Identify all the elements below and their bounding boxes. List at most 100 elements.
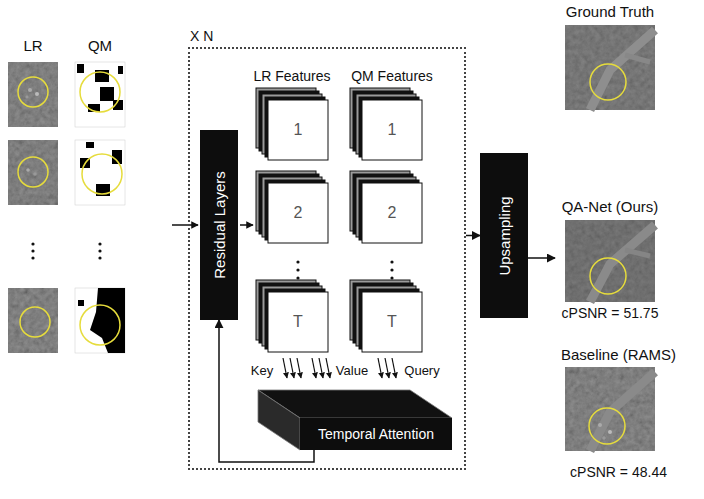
node-title: Baseline (RAMS) xyxy=(561,346,676,363)
output-image xyxy=(590,372,655,451)
connector xyxy=(528,257,555,259)
attention-block-3d xyxy=(258,390,452,450)
output-image xyxy=(625,250,650,256)
qm-mask xyxy=(80,305,120,345)
lr-image xyxy=(33,172,37,176)
output-image xyxy=(602,436,606,440)
node-caption: cPSNR = 48.44 xyxy=(570,464,667,480)
qm-mask xyxy=(78,300,84,306)
node-title: QA-Net (Ours) xyxy=(562,198,659,215)
output-image xyxy=(590,258,626,294)
ellipsis-dots xyxy=(296,268,299,271)
text-label: Key xyxy=(251,363,273,378)
lr-image xyxy=(8,288,58,353)
output-image xyxy=(590,30,655,110)
output-image xyxy=(598,423,602,427)
node-title: Ground Truth xyxy=(566,3,654,20)
frame-index: 2 xyxy=(294,204,303,222)
lr-image xyxy=(8,62,58,127)
attention-arrows xyxy=(326,358,330,378)
attention-arrows xyxy=(319,358,323,378)
text-label: Query xyxy=(404,363,439,378)
qm-mask xyxy=(118,66,123,74)
repeat-block: X NResidual LayersTemporal Attention xyxy=(188,47,466,470)
lr-image xyxy=(8,288,58,353)
feature-stack xyxy=(268,183,328,243)
ellipsis-dots xyxy=(31,242,101,259)
text-label: LR xyxy=(23,37,42,54)
output-image xyxy=(625,55,650,62)
attention-block: Temporal Attention xyxy=(300,418,452,450)
input-arrow xyxy=(172,224,198,226)
node-caption: cPSNR = 51.75 xyxy=(562,305,659,321)
feature-stack xyxy=(268,100,328,160)
feature-stack xyxy=(362,100,422,160)
ellipsis-dots xyxy=(98,242,101,245)
text-label: Value xyxy=(336,363,368,378)
ellipsis-dots xyxy=(390,276,393,279)
qm-mask xyxy=(80,72,120,112)
attention-arrows xyxy=(392,358,396,378)
node-title: X N xyxy=(190,28,213,44)
frame-index: T xyxy=(293,313,303,331)
node-title: Upsampling xyxy=(496,196,513,275)
output-image xyxy=(565,25,655,110)
frame-index: 1 xyxy=(388,121,397,139)
qm-mask xyxy=(77,64,84,73)
lr-image xyxy=(8,62,58,127)
qm-mask xyxy=(86,142,94,148)
output-image xyxy=(565,220,655,302)
lr-image xyxy=(8,62,58,127)
ellipsis-dots xyxy=(98,256,101,259)
lr-image xyxy=(25,95,28,98)
qm-mask xyxy=(75,140,125,205)
output-image xyxy=(590,64,626,100)
image-panel: Baseline (RAMS) cPSNR = 48.44 xyxy=(555,346,682,480)
text-label: QM xyxy=(88,37,112,54)
qm-mask xyxy=(75,288,125,353)
attention-arrows xyxy=(378,358,382,378)
connector xyxy=(466,235,480,237)
ellipsis-dots xyxy=(31,242,34,245)
output-image xyxy=(565,25,655,110)
ellipsis-dots xyxy=(98,249,101,252)
ellipsis-dots xyxy=(296,276,299,279)
attention-arrows xyxy=(283,358,287,378)
lr-image xyxy=(28,88,32,92)
feature-stack xyxy=(268,292,328,352)
upsampling-block: Upsampling xyxy=(480,153,528,318)
ellipsis-dots xyxy=(390,260,393,263)
residual-block: Residual Layers xyxy=(200,130,238,320)
attention-arrows xyxy=(297,358,301,378)
output-image xyxy=(608,430,612,434)
lr-image xyxy=(35,92,39,96)
attention-block-3d xyxy=(258,390,300,450)
output-image xyxy=(565,220,655,302)
output-image xyxy=(589,408,625,444)
output-image xyxy=(565,367,655,451)
attention-arrows xyxy=(283,358,396,378)
attention-arrows xyxy=(290,358,294,378)
lr-image xyxy=(18,157,48,187)
frame-index: 1 xyxy=(294,121,303,139)
text-label: LR Features xyxy=(253,68,330,84)
ellipsis-dots xyxy=(296,260,393,279)
attention-arrows xyxy=(312,358,316,378)
output-image xyxy=(590,225,655,302)
output-image xyxy=(565,367,655,451)
ellipsis-dots xyxy=(31,249,34,252)
image-panel: QA-Net (Ours) cPSNR = 51.75 xyxy=(555,198,665,321)
qm-mask xyxy=(75,62,125,127)
node-title: Residual Layers xyxy=(211,171,228,279)
output-image xyxy=(565,220,655,302)
frame-index: T xyxy=(387,313,397,331)
feature-stack xyxy=(256,88,422,352)
lr-image xyxy=(8,288,58,353)
qm-mask xyxy=(75,62,125,127)
qm-mask xyxy=(75,140,125,205)
lr-image xyxy=(8,140,58,205)
ellipsis-dots xyxy=(31,256,34,259)
lr-image xyxy=(20,307,50,337)
ellipsis-dots xyxy=(296,260,299,263)
